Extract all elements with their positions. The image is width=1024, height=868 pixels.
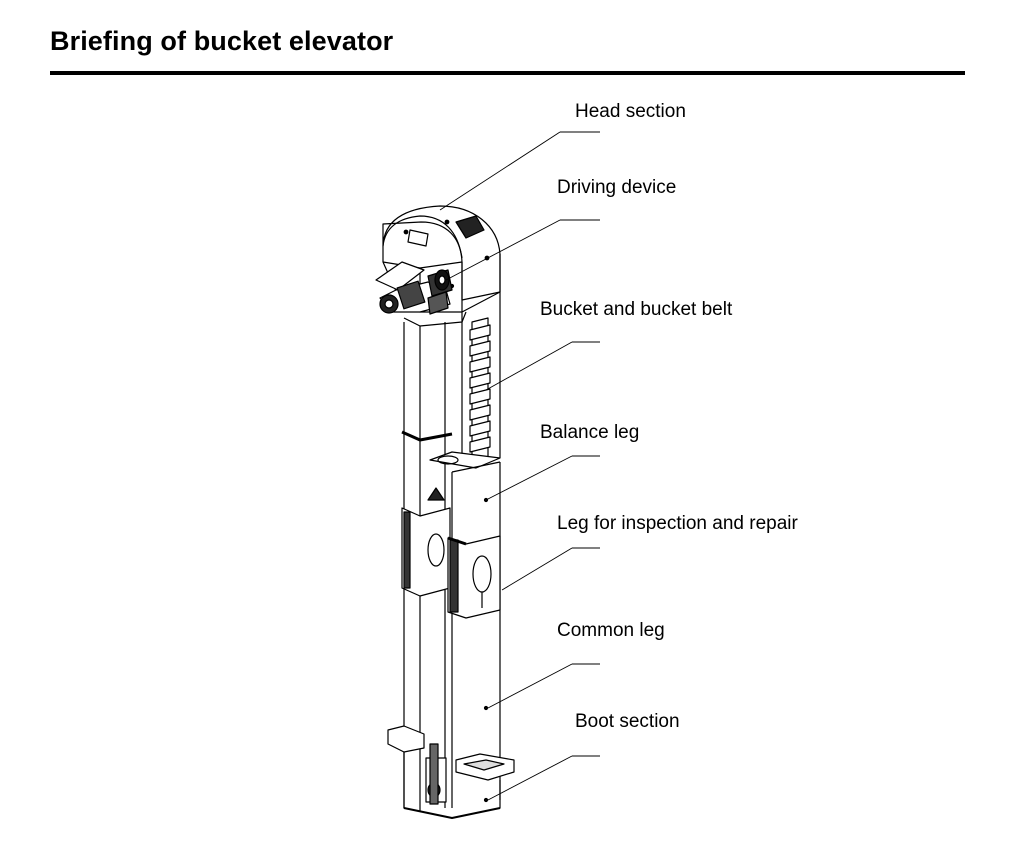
label-driving-device: Driving device bbox=[557, 177, 677, 198]
leader-lines bbox=[439, 131, 600, 801]
label-inspection-leg: Leg for inspection and repair bbox=[557, 513, 798, 534]
return-leg-drawing bbox=[401, 322, 453, 812]
title-underline bbox=[50, 71, 965, 75]
label-boot-section: Boot section bbox=[575, 711, 680, 732]
page-title: Briefing of bucket elevator bbox=[50, 26, 394, 56]
label-common-leg: Common leg bbox=[557, 620, 665, 641]
label-bucket-belt: Bucket and bucket belt bbox=[540, 299, 733, 320]
bucket-leg-drawing bbox=[429, 292, 501, 808]
bucket-belt-drawing bbox=[469, 317, 491, 465]
driving-device-drawing bbox=[379, 269, 453, 315]
boot-section-drawing bbox=[387, 725, 515, 819]
head-section-drawing bbox=[375, 205, 501, 327]
label-balance-leg: Balance leg bbox=[540, 422, 640, 443]
label-head-section: Head section bbox=[575, 101, 686, 122]
